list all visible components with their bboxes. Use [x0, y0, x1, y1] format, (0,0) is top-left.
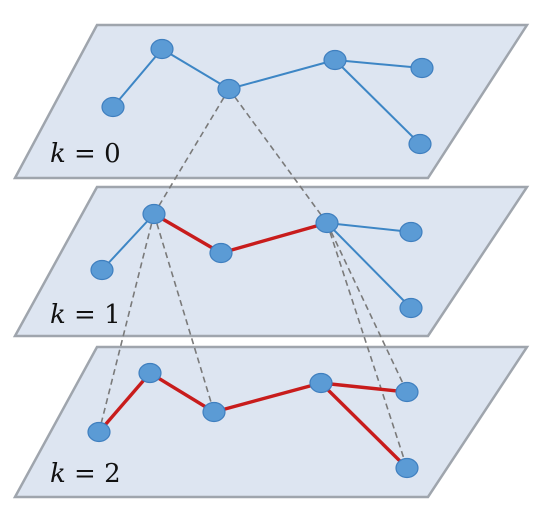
plane-layer-0	[12, 23, 530, 180]
edge-layer-0-c-d	[228, 59, 336, 90]
node-layer-0-e	[410, 57, 434, 79]
edge-layer-1-b-c	[153, 212, 222, 255]
node-layer-2-b	[138, 362, 162, 384]
node-layer-0-c	[217, 78, 241, 100]
edge-layer-1-d-f	[326, 222, 412, 309]
node-layer-2-c	[202, 401, 226, 423]
layer-label-variable: k	[50, 300, 66, 330]
edge-layer-2-d-e	[320, 381, 408, 394]
layer-labels: k = 0k = 1k = 2	[50, 139, 121, 489]
node-layer-2-d	[309, 372, 333, 394]
layer-label-layer-1: k = 1	[50, 300, 121, 330]
edge-layer-0-d-e	[334, 59, 423, 69]
projection-line-1	[228, 88, 328, 224]
edge-layer-2-b-c	[149, 371, 215, 414]
graph-nodes	[87, 38, 434, 479]
node-layer-1-a	[90, 259, 114, 281]
node-layer-0-d	[323, 49, 347, 71]
projection-line-2	[98, 213, 155, 433]
edge-layer-0-d-f	[334, 59, 421, 145]
edge-layer-1-c-d	[220, 221, 328, 255]
edge-layer-0-a-b	[112, 48, 163, 108]
edge-layer-0-b-c	[161, 48, 230, 90]
edge-layer-2-c-d	[213, 381, 322, 414]
node-layer-1-b	[142, 203, 166, 225]
node-layer-2-a	[87, 421, 111, 443]
layer-label-variable: k	[50, 459, 66, 489]
edge-layer-1-d-e	[326, 222, 412, 233]
graph-edges	[97, 48, 423, 470]
projection-line-4	[326, 222, 408, 393]
layer-label-value: = 2	[66, 459, 121, 489]
node-layer-0-a	[101, 96, 125, 118]
projection-lines	[98, 88, 408, 469]
layer-label-value: = 0	[66, 139, 121, 169]
edge-layer-2-d-f	[319, 381, 409, 470]
edge-layer-1-a-b	[101, 213, 155, 271]
projection-line-3	[153, 213, 215, 413]
node-layer-0-f	[408, 133, 432, 155]
node-layer-2-e	[395, 381, 419, 403]
layer-label-value: = 1	[66, 300, 121, 330]
node-layer-1-d	[315, 212, 339, 234]
projection-line-0	[153, 88, 230, 215]
layer-planes	[12, 23, 530, 499]
layer-label-layer-2: k = 2	[50, 459, 121, 489]
node-layer-2-f	[395, 457, 419, 479]
projection-line-5	[326, 222, 408, 469]
node-layer-0-b	[150, 38, 174, 60]
edge-layer-2-a-b	[97, 371, 152, 434]
node-layer-1-e	[399, 221, 423, 243]
layer-label-layer-0: k = 0	[50, 139, 121, 169]
node-layer-1-c	[209, 242, 233, 264]
node-layer-1-f	[399, 297, 423, 319]
layer-label-variable: k	[50, 139, 66, 169]
plane-layer-1	[12, 185, 530, 338]
